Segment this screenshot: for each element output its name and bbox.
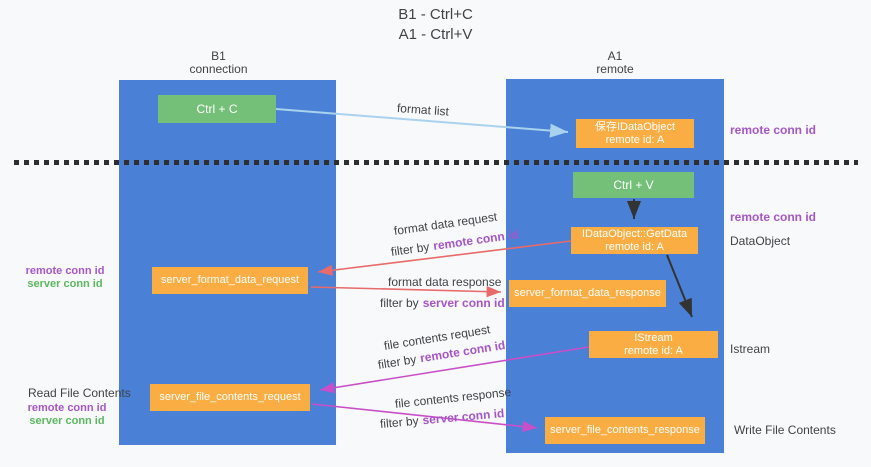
remote-conn-id-label-mid: remote conn id	[730, 210, 817, 224]
server-file-contents-response-box: server_file_contents_response	[545, 417, 705, 444]
left-conn-ids-format: remote conn id server conn id	[22, 265, 108, 291]
ctrl-c-label: Ctrl + C	[196, 101, 238, 116]
remote-conn-id-label-left2: remote conn id	[27, 402, 107, 414]
left-column-name: B1	[211, 49, 226, 63]
ctrl-v-label: Ctrl + V	[613, 177, 654, 192]
server-conn-id-inline-2: server conn id	[421, 406, 505, 428]
istream-line2: remote id: A	[624, 344, 683, 357]
server-conn-id-label-left1: server conn id	[27, 278, 103, 290]
write-file-contents-label: Write File Contents	[734, 423, 836, 437]
getdata-line1: IDataObject::GetData	[581, 227, 688, 240]
getdata-line2: remote id: A	[605, 240, 664, 253]
server-file-contents-request-box: server_file_contents_request	[150, 384, 310, 411]
filter-by-text: filter by	[390, 239, 431, 259]
server-file-contents-request-label: server_file_contents_request	[159, 391, 301, 403]
server-conn-id-inline-1: server conn id	[422, 296, 505, 310]
istream-line1: IStream	[634, 331, 673, 344]
save-idataobject-box: 保存IDataObject remote id: A	[576, 119, 694, 148]
ctrl-c-box: Ctrl + C	[158, 95, 276, 123]
ctrl-v-box: Ctrl + V	[573, 172, 694, 198]
filter-by-text: filter by	[379, 413, 420, 431]
server-format-data-request-label: server_format_data_request	[160, 274, 300, 286]
phase-separator-dashed-line	[14, 160, 858, 165]
title-line-1: B1 - Ctrl+C	[398, 6, 473, 23]
left-column-role: connection	[189, 62, 248, 76]
save-idataobject-line2: remote id: A	[605, 133, 665, 146]
server-format-data-response-label: server_format_data_response	[514, 287, 661, 299]
title-line-2: A1 - Ctrl+V	[398, 26, 473, 43]
remote-conn-id-label-left1: remote conn id	[25, 265, 105, 277]
right-column-role: remote	[596, 62, 634, 76]
right-column-name: A1	[607, 49, 623, 63]
server-format-data-response-box: server_format_data_response	[509, 280, 666, 307]
left-conn-ids-file: remote conn id server conn id	[24, 402, 110, 428]
filter-by-text: filter by	[376, 352, 418, 372]
server-file-contents-response-label: server_file_contents_response	[550, 424, 700, 436]
right-column-header: A1 remote	[506, 50, 724, 76]
idataobject-getdata-box: IDataObject::GetData remote id: A	[571, 227, 698, 254]
save-idataobject-line1: 保存IDataObject	[594, 120, 676, 133]
server-format-data-request-box: server_format_data_request	[152, 267, 308, 294]
dataobject-label: DataObject	[730, 234, 791, 248]
format-data-response-annotation: format data response	[388, 275, 502, 289]
istream-side-label: Istream	[730, 342, 771, 356]
read-file-contents-label: Read File Contents	[28, 386, 131, 400]
left-column-header: B1 connection	[110, 50, 327, 76]
filter-by-text: filter by	[380, 296, 419, 310]
server-conn-id-label-left2: server conn id	[29, 415, 105, 427]
istream-box: IStream remote id: A	[589, 331, 718, 358]
diagram-title: B1 - Ctrl+C A1 - Ctrl+V	[0, 5, 871, 45]
format-list-annotation: format list	[396, 101, 450, 119]
remote-conn-id-label-top: remote conn id	[730, 123, 817, 137]
